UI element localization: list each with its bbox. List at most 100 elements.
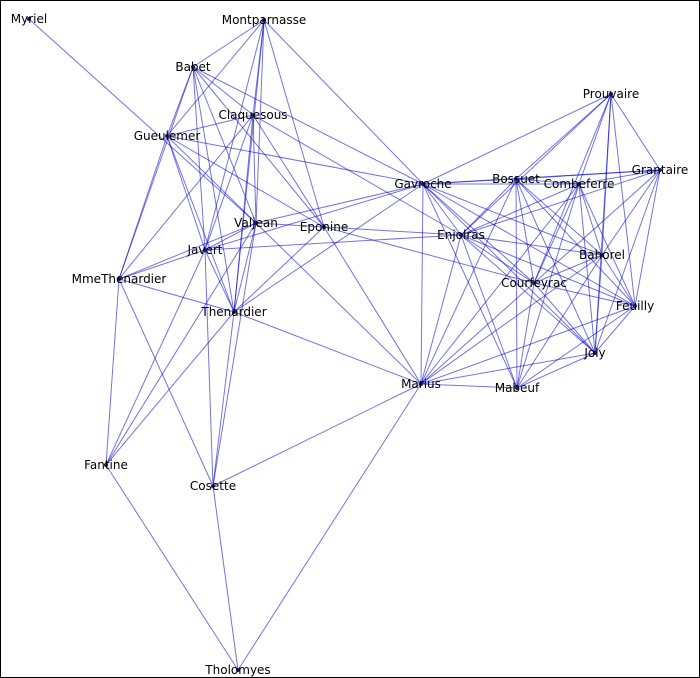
node-label-enjolras: Enjolras	[437, 228, 485, 242]
edge-thenardier-gavroche	[233, 183, 424, 313]
edge-javert-gavroche	[204, 183, 424, 251]
node-label-feuilly: Feuilly	[616, 299, 654, 313]
edge-marius-tholomyes	[237, 383, 422, 671]
edge-feuilly-courfeyrac	[533, 282, 636, 307]
node-javert	[203, 248, 207, 252]
edge-mmethenardier-babet	[118, 66, 194, 280]
edge-valjean-enjolras	[255, 222, 462, 236]
edge-mabeuf-courfeyrac	[516, 282, 535, 389]
edge-gueulemer-babet	[166, 66, 194, 137]
edge-montparnasse-eponine	[263, 19, 325, 228]
edge-mabeuf-feuilly	[516, 305, 636, 389]
edge-valjean-javert	[204, 222, 257, 251]
node-gueulemer	[165, 134, 169, 138]
edge-prouvaire-feuilly	[610, 93, 636, 307]
node-thenardier	[232, 310, 236, 314]
node-bossuet	[514, 177, 518, 181]
node-label-gueulemer: Gueulemer	[134, 129, 201, 143]
node-label-montparnasse: Montparnasse	[222, 13, 307, 27]
edge-courfeyrac-bahorel	[533, 254, 603, 284]
edge-fantine-tholomyes	[105, 464, 239, 671]
edge-combeferre-feuilly	[578, 183, 636, 307]
node-label-mabeuf: Mabeuf	[495, 381, 540, 395]
edge-thenardier-javert	[204, 249, 235, 313]
edge-combeferre-bahorel	[578, 183, 603, 256]
node-claquesous	[251, 113, 255, 117]
node-courfeyrac	[532, 281, 536, 285]
edge-feuilly-grantaire	[634, 169, 661, 307]
edge-bossuet-joly	[515, 178, 596, 354]
edge-javert-claquesous	[204, 114, 254, 251]
edge-cosette-javert	[204, 249, 214, 487]
node-mmethenardier	[117, 277, 121, 281]
edge-feuilly-bahorel	[601, 254, 636, 307]
edge-enjolras-prouvaire	[460, 93, 612, 236]
edge-enjolras-combeferre	[460, 183, 580, 236]
node-montparnasse	[262, 18, 266, 22]
edge-myriel-valjean	[28, 18, 257, 224]
edge-joly-grantaire	[594, 169, 661, 354]
edge-marius-bossuet	[420, 178, 517, 385]
edge-courfeyrac-bossuet	[515, 178, 535, 284]
edge-marius-enjolras	[420, 234, 462, 385]
edge-enjolras-grantaire	[460, 169, 661, 236]
node-feuilly	[633, 304, 637, 308]
node-enjolras	[459, 233, 463, 237]
edge-feuilly-bossuet	[515, 178, 636, 307]
edge-fantine-thenardier	[105, 311, 235, 466]
edge-claquesous-montparnasse	[252, 19, 265, 116]
node-label-babet: Babet	[175, 60, 211, 74]
edge-javert-gueulemer	[166, 135, 206, 251]
edge-babet-montparnasse	[192, 19, 265, 68]
edge-montparnasse-gavroche	[263, 19, 424, 185]
edge-fantine-javert	[105, 249, 206, 466]
node-label-eponine: Eponine	[300, 220, 348, 234]
node-joly	[593, 351, 597, 355]
edge-bahorel-bossuet	[515, 178, 603, 256]
edge-marius-mabeuf	[420, 383, 518, 389]
edges-layer	[28, 18, 661, 671]
edge-enjolras-bahorel	[460, 234, 603, 256]
edge-mmethenardier-cosette	[118, 278, 214, 487]
edge-mmethenardier-thenardier	[118, 278, 235, 313]
node-label-fantine: Fantine	[84, 458, 128, 472]
edge-gavroche-mabeuf	[422, 183, 518, 389]
node-eponine	[322, 225, 326, 229]
edge-mmethenardier-javert	[118, 249, 206, 280]
edge-thenardier-gueulemer	[166, 135, 235, 313]
edge-bossuet-grantaire	[515, 169, 661, 180]
edge-enjolras-bossuet	[460, 178, 517, 236]
edge-thenardier-cosette	[212, 311, 235, 487]
edge-javert-babet	[192, 66, 206, 251]
edge-marius-feuilly	[420, 305, 636, 385]
node-babet	[191, 65, 195, 69]
node-label-mmethenardier: MmeThenardier	[72, 272, 167, 286]
node-cosette	[211, 484, 215, 488]
edge-combeferre-prouvaire	[578, 93, 612, 185]
edge-gavroche-prouvaire	[422, 93, 612, 185]
edge-valjean-cosette	[212, 222, 257, 487]
edge-valjean-babet	[192, 66, 257, 224]
edge-babet-eponine	[192, 66, 325, 228]
edge-cosette-marius	[212, 383, 422, 487]
edge-mabeuf-enjolras	[460, 234, 518, 389]
node-combeferre	[577, 182, 581, 186]
edge-valjean-claquesous	[252, 114, 257, 224]
edge-cosette-tholomyes	[212, 485, 239, 671]
node-label-cosette: Cosette	[190, 479, 236, 493]
edge-valjean-mmethenardier	[118, 222, 257, 280]
node-mabeuf	[515, 386, 519, 390]
edge-prouvaire-bossuet	[515, 93, 612, 180]
edge-thenardier-eponine	[233, 226, 325, 313]
edge-combeferre-bossuet	[515, 178, 580, 185]
node-label-myriel: Myriel	[11, 12, 47, 26]
edge-fantine-mmethenardier	[105, 278, 120, 466]
edge-courfeyrac-joly	[533, 282, 596, 354]
node-label-grantaire: Grantaire	[632, 163, 689, 177]
edge-enjolras-courfeyrac	[460, 234, 535, 284]
node-label-courfeyrac: Courfeyrac	[501, 276, 567, 290]
node-label-marius: Marius	[401, 377, 441, 391]
node-label-claquesous: Claquesous	[218, 108, 287, 122]
edge-valjean-fantine	[105, 222, 257, 466]
